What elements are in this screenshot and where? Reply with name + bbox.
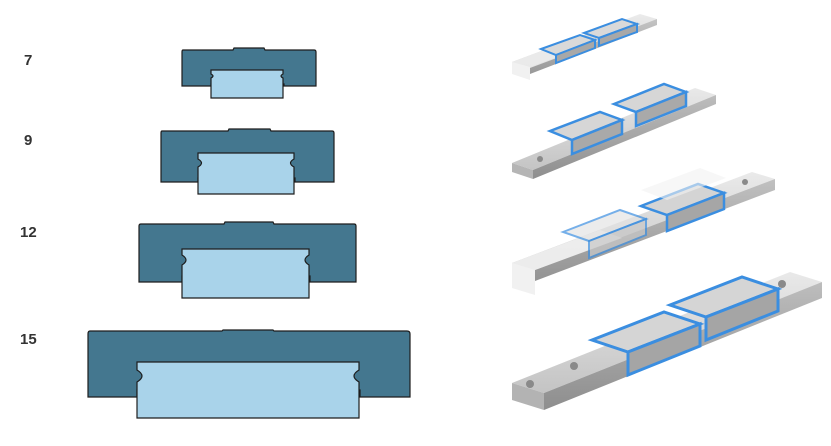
rail-end: [512, 163, 533, 179]
cross-section-profiles: [87, 47, 411, 419]
mount-hole: [537, 156, 543, 162]
size-label-7: 7: [24, 52, 33, 69]
rail-side: [533, 95, 716, 179]
profile-size-7: [181, 47, 317, 99]
mount-hole: [570, 362, 578, 370]
carriage-side: [665, 191, 726, 233]
profile-size-12: [138, 221, 357, 299]
size-label-9: 9: [24, 132, 33, 149]
mount-hole: [742, 179, 748, 185]
guide-render-size-12: [512, 168, 775, 295]
carriage-side: [634, 90, 688, 128]
carriage-ghost: [641, 168, 726, 200]
size-label-12: 12: [20, 224, 37, 241]
profile-size-9: [160, 128, 335, 195]
carriage-side: [626, 321, 702, 378]
carriage-side: [598, 22, 638, 48]
size-label-15: 15: [20, 331, 37, 348]
guide-render-size-9: [512, 82, 716, 179]
carriage-side: [704, 286, 780, 343]
rail-section: [181, 248, 310, 299]
guide-render-size-15: [512, 272, 822, 410]
mount-hole: [526, 380, 534, 388]
rail-end: [512, 383, 544, 410]
carriage-side: [570, 118, 624, 156]
mount-hole: [778, 280, 786, 288]
guide-render-size-7: [512, 14, 657, 80]
profile-size-15: [87, 329, 411, 419]
linear-guide-renders: [512, 14, 822, 410]
carriage-side: [555, 38, 596, 65]
carriage-side: [588, 217, 647, 260]
rail-section: [136, 361, 360, 419]
rail-section: [210, 69, 284, 99]
rail-section: [197, 152, 295, 195]
